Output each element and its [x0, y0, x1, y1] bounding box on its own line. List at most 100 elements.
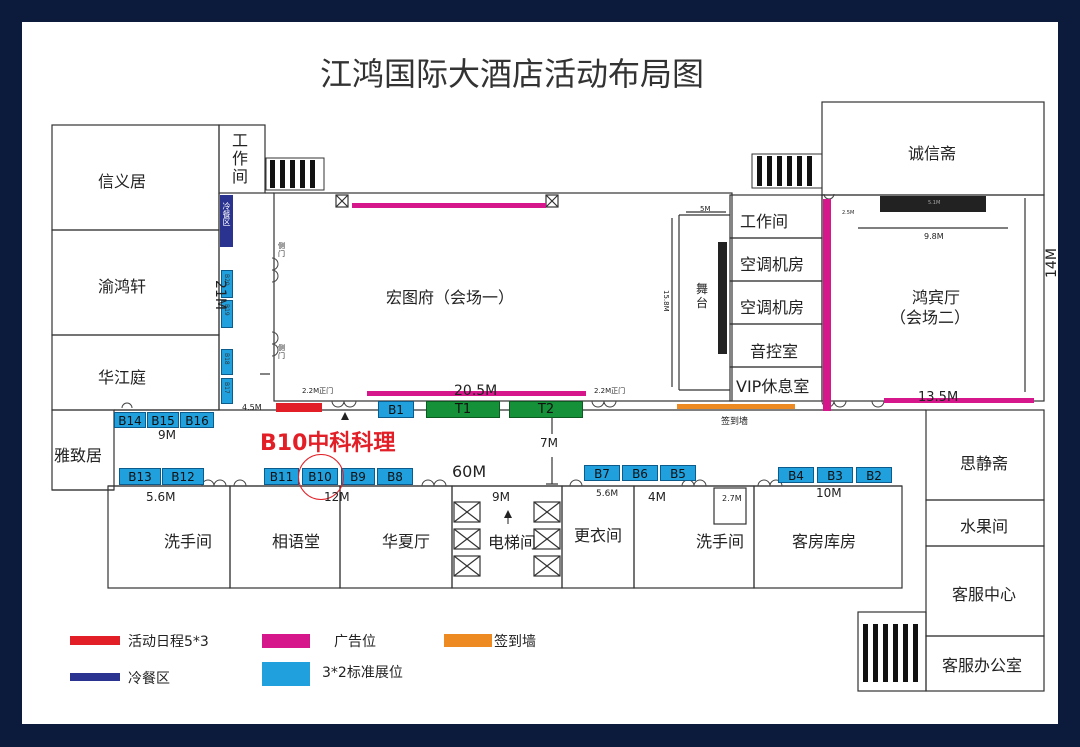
floor-plan-lines [51, 101, 1045, 692]
room-yazhiju: 雅致居 [54, 446, 103, 465]
room-changing: 更衣间 [574, 526, 623, 545]
booth-b19 [221, 300, 233, 328]
dim-9-8m: 9.8M [924, 232, 944, 241]
dim-13-5m: 13.5M [918, 390, 959, 405]
room-storage-outline [753, 485, 903, 589]
booth-b8: B8 [377, 468, 413, 485]
room-yuhongxuan: 渝鸿轩 [98, 277, 147, 296]
dim-9m-left: 9M [158, 428, 176, 442]
booth-b15: B15 [147, 412, 179, 428]
dim-4m: 4M [648, 490, 666, 504]
room-huaxiating: 华夏厅 [382, 532, 431, 551]
sign-wall-bar [677, 404, 795, 409]
booth-b11: B11 [264, 468, 299, 485]
booth-b2: B2 [856, 467, 892, 483]
booth-b18-label: B18 [223, 353, 230, 365]
sign-wall-text: 签到墙 [721, 417, 749, 427]
main-hall-outline [273, 192, 733, 402]
room-xinyiju: 信义居 [98, 172, 147, 191]
elevator-boxes [453, 501, 561, 577]
ad-bar-hongbin-bottom [884, 398, 1034, 403]
entrance-arrow [341, 412, 349, 420]
side-door-upper: 侧门 [278, 242, 285, 258]
room-xiangyutang: 相语堂 [272, 532, 321, 551]
room-chengxinzhai: 诚信斋 [908, 144, 957, 163]
booth-b1: B1 [378, 401, 414, 418]
stairs-left [265, 157, 325, 191]
booth-b13: B13 [119, 468, 161, 485]
dim-5-1m: 5.1M [928, 200, 941, 206]
room-workroom-right: 工作间 [740, 212, 789, 231]
legend-booth: 3*2标准展位 [322, 665, 403, 681]
booth-b14: B14 [114, 412, 146, 428]
highlight-circle [298, 454, 344, 500]
room-hongbinting-sub: （会场二） [890, 308, 971, 327]
dim-20-5m: 20.5M [454, 383, 498, 399]
room-workroom-left: 工作间 [232, 131, 249, 186]
door-arcs [121, 193, 885, 487]
legend-cold-meal: 冷餐区 [128, 671, 170, 687]
cold-meal-zone [220, 195, 233, 247]
room-sijingzhai: 思静斋 [960, 454, 1009, 473]
booth-b6: B6 [622, 465, 658, 481]
cold-meal-label: 冷餐区 [222, 202, 231, 226]
side-door-lower: 侧门 [278, 344, 285, 360]
booth-b17-label: B17 [223, 382, 230, 394]
booth-b16: B16 [180, 412, 214, 428]
hongbin-stage [880, 196, 986, 212]
room-washroom-right: 洗手间 [696, 532, 745, 551]
dim-9m-elevator: 9M [492, 490, 510, 504]
room-ac2: 空调机房 [740, 298, 805, 317]
dim-5-6m-left: 5.6M [146, 490, 176, 504]
page-title: 江鸿国际大酒店活动布局图 [320, 55, 705, 93]
dim-5-6m-right: 5.6M [596, 489, 619, 499]
legend-swatch-sign-wall [444, 634, 492, 647]
stage-bar [718, 242, 727, 354]
room-huajiangting: 华江庭 [98, 368, 147, 387]
room-audio-control: 音控室 [750, 342, 799, 361]
room-service-office: 客服办公室 [942, 656, 1023, 675]
booth-b9: B9 [341, 468, 375, 485]
booth-b17 [221, 378, 233, 404]
ad-bar-hongbin-left [823, 199, 831, 411]
booth-b3: B3 [817, 467, 853, 483]
ad-bar-main-bottom [367, 391, 586, 396]
dim-7m: 7M [540, 436, 558, 450]
room-vip-lounge: VIP休息室 [736, 377, 810, 396]
room-hongbinting: 鸿宾厅 [912, 288, 961, 307]
booth-b20-label: B20 [223, 274, 230, 286]
legend-ad: 广告位 [334, 634, 376, 650]
booth-b19-label: B19 [223, 304, 230, 316]
booth-b5: B5 [660, 465, 696, 481]
dim-2-5m: 2.5M [842, 210, 855, 216]
room-workroom-left-outline [218, 124, 266, 194]
dim-10m: 10M [816, 486, 842, 500]
room-washroom-left: 洗手间 [164, 532, 213, 551]
booth-b20 [221, 270, 233, 298]
dim-21m: 21M [212, 280, 228, 310]
dim-main-door-left: 2.2M正门 [302, 387, 334, 395]
booth-b12: B12 [162, 468, 204, 485]
dim-5m: 5M [700, 205, 711, 213]
pillar [545, 194, 559, 208]
schedule-board [276, 403, 322, 412]
room-ac1: 空调机房 [740, 255, 805, 274]
stairs-bottom-right-outline [857, 611, 927, 692]
legend-swatch-ad [262, 634, 310, 648]
room-service-center: 客服中心 [952, 585, 1017, 604]
legend-swatch-booth [262, 662, 310, 686]
legend-schedule: 活动日程5*3 [128, 634, 209, 650]
room-storage: 客房库房 [792, 532, 857, 551]
dim-14m: 14M [1044, 248, 1060, 278]
booth-b7: B7 [584, 465, 620, 481]
highlight-label: B10中科科理 [260, 431, 396, 456]
stage-t1: T1 [426, 401, 500, 418]
legend-sign-wall: 签到墙 [494, 634, 536, 650]
elevator-arrow [504, 510, 512, 518]
floor-plan-sheet: 5.1M 冷餐区 B20 B19 B18 B17 B14 B15 B16 B1 … [22, 22, 1060, 724]
dim-60m: 60M [452, 462, 487, 481]
room-stage: 舞台 [696, 282, 709, 310]
legend-swatch-cold-meal [70, 673, 120, 681]
dim-main-door-right: 2.2M正门 [594, 387, 626, 395]
stairs-right [751, 153, 823, 189]
